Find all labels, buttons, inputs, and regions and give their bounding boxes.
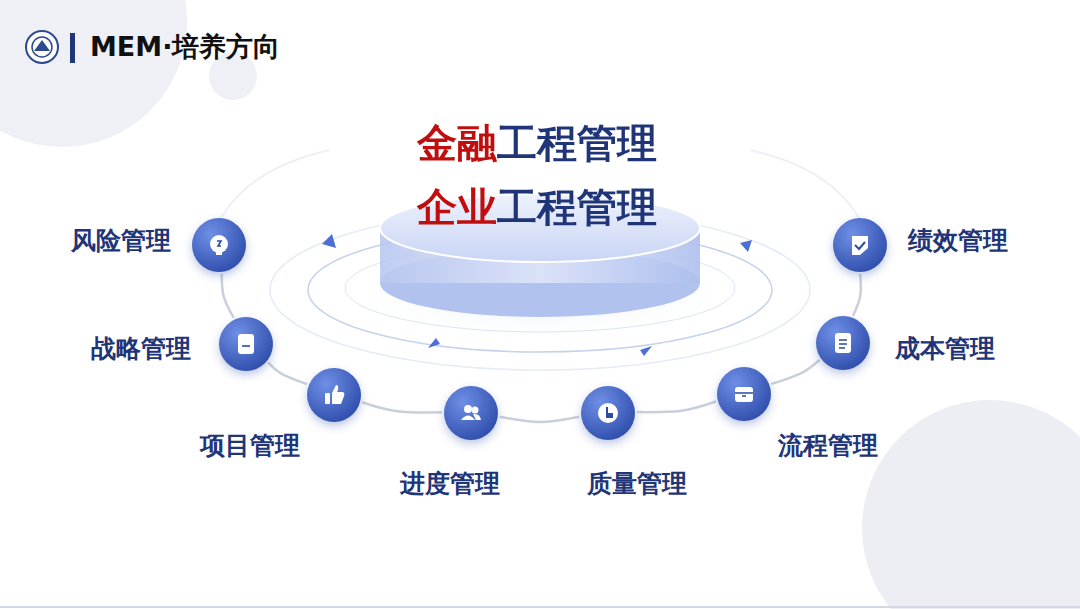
icon — [238, 334, 254, 354]
center-heading: 金融工程管理 — [417, 120, 657, 166]
icon — [325, 385, 344, 404]
icon — [598, 403, 618, 423]
arc-connector — [771, 360, 819, 384]
faint-arc — [750, 150, 866, 232]
topic-label: 绩效管理 — [908, 226, 1008, 256]
icon — [835, 333, 851, 353]
topic-circle: 进度管理 — [443, 385, 499, 441]
arc-connector — [500, 417, 579, 422]
topic-circle: 项目管理 — [306, 367, 362, 423]
arc-connector — [637, 401, 716, 412]
topic-label: 成本管理 — [895, 334, 995, 364]
circle-shape — [716, 366, 772, 422]
topic-circle: 质量管理 — [580, 385, 636, 441]
logo — [26, 31, 58, 63]
circle-shape — [815, 315, 871, 371]
circle-shape — [306, 367, 362, 423]
deco-circle — [0, 0, 187, 147]
topic-label: 风险管理 — [71, 226, 171, 256]
circle-shape — [832, 217, 888, 273]
topic-label: 质量管理 — [587, 469, 687, 499]
icon — [210, 235, 228, 255]
icon — [461, 405, 481, 420]
topic-circle: 流程管理 — [716, 366, 772, 422]
arc-connector — [362, 402, 442, 412]
deco-circle — [862, 400, 1080, 609]
circle-shape — [443, 385, 499, 441]
circle-shape — [580, 385, 636, 441]
topic-circle: 成本管理 — [815, 315, 871, 371]
circle-shape — [191, 217, 247, 273]
title-bar — [70, 33, 75, 63]
arc-connector — [853, 274, 861, 316]
center-heading: 企业工程管理 — [417, 184, 657, 230]
circle-shape — [218, 316, 274, 372]
topic-label: 项目管理 — [200, 431, 300, 461]
icon — [735, 387, 753, 402]
icon — [852, 236, 868, 255]
topic-label: 战略管理 — [91, 334, 191, 364]
topic-label: 流程管理 — [778, 431, 878, 461]
topic-label: 进度管理 — [400, 469, 500, 499]
topic-circle: 风险管理 — [191, 217, 247, 273]
page-edge — [0, 606, 1080, 608]
faint-arc — [214, 150, 330, 232]
arc-connector — [222, 274, 234, 318]
topic-circle: 绩效管理 — [832, 217, 888, 273]
arc-connector — [268, 363, 307, 385]
page-title: MEM·培养方向 — [90, 29, 280, 65]
topic-circle: 战略管理 — [218, 316, 274, 372]
